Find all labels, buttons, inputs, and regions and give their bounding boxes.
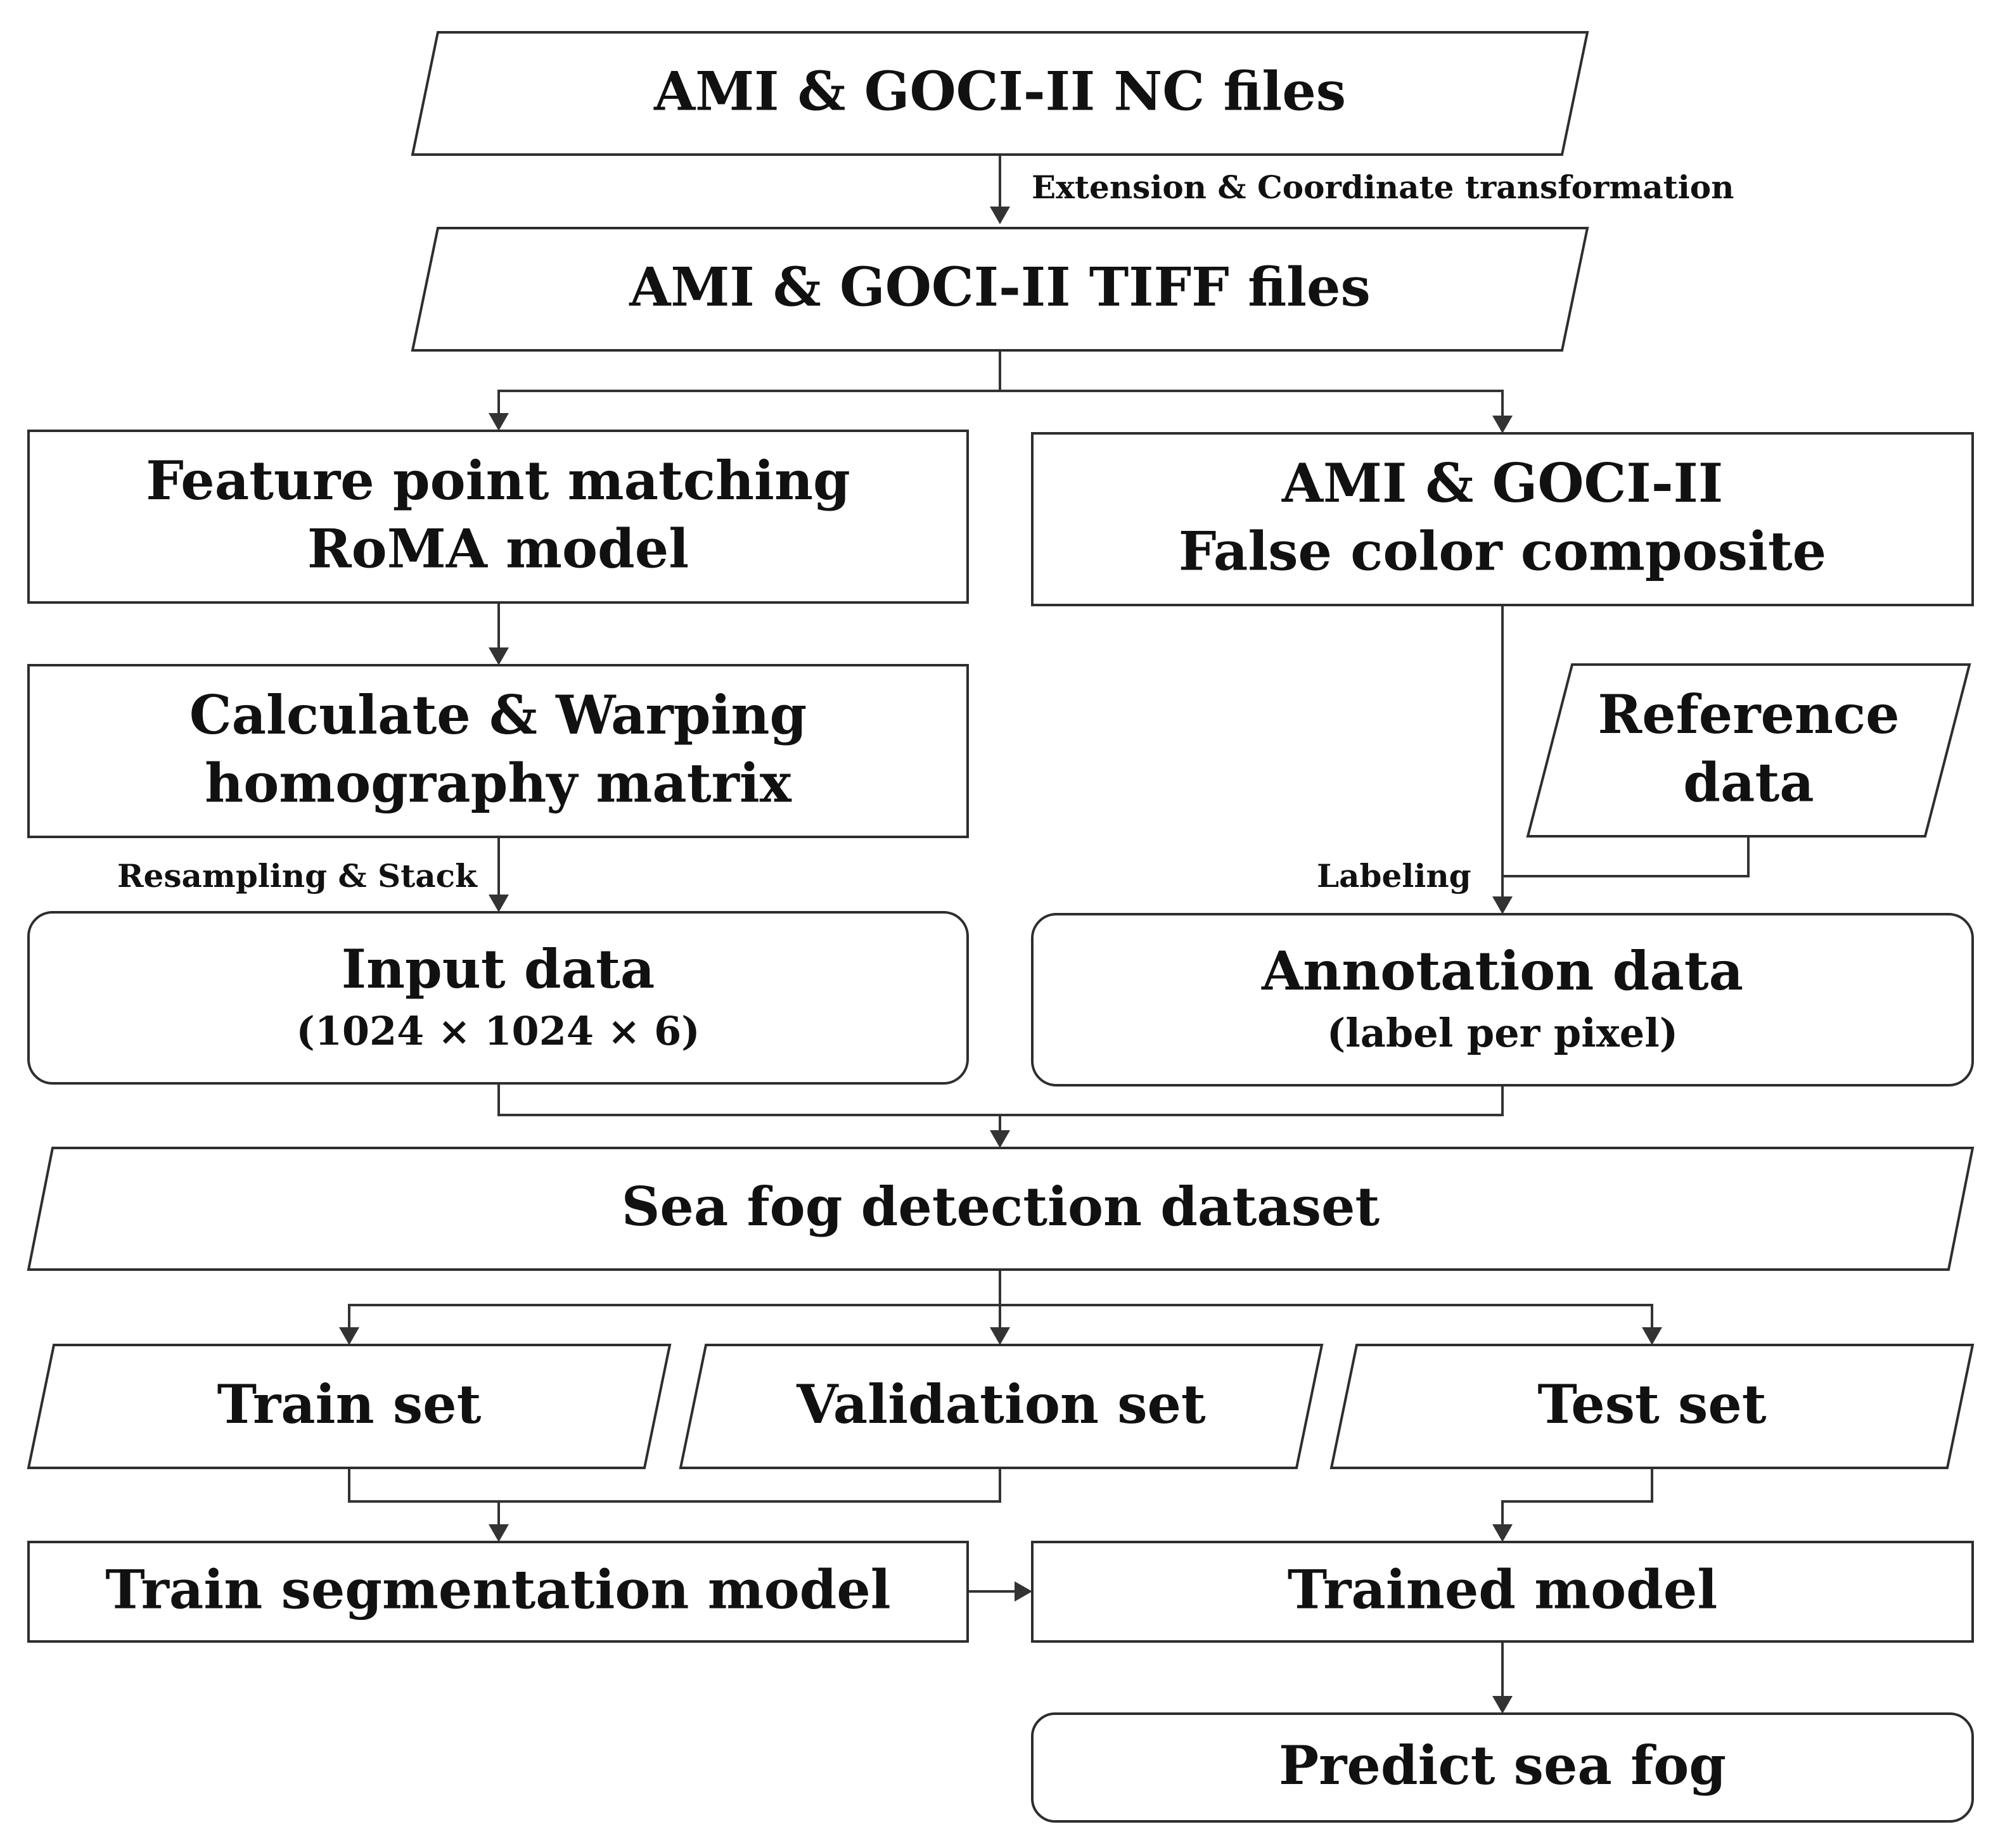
conn-merge-to-train-model-arrowhead [489, 1524, 509, 1542]
feature-matching-label-line-2: RoMA model [307, 517, 689, 580]
conn-test-to-trained [1501, 1468, 1653, 1528]
reference-data-label-line-1: Reference [1598, 683, 1899, 746]
nc-files-shape [411, 31, 1589, 156]
conn-homography-to-input-arrowhead [489, 895, 509, 912]
nc-files-label-line-1: AMI & GOCI-II NC files [653, 60, 1346, 123]
homography-label-line-2: homography matrix [205, 751, 792, 814]
feature-matching-label-line-1: Feature point matching [146, 449, 850, 512]
predict-shape [1031, 1712, 1974, 1823]
tiff-files-label-line-1: AMI & GOCI-II TIFF files [629, 256, 1371, 319]
conn-tiff-right [1000, 390, 1504, 419]
annotation-data-shape [1031, 913, 1974, 1086]
homography-shape [27, 664, 969, 838]
validation-set-shape [679, 1344, 1324, 1469]
conn-feature-to-homography-arrowhead [489, 647, 509, 665]
false-color-label-line-1: AMI & GOCI-II [1281, 452, 1723, 514]
train-model-shape [27, 1541, 969, 1643]
connectors [339, 155, 1750, 1714]
train-set-shape [27, 1344, 672, 1469]
conn-train-to-trained-arrowhead [1015, 1581, 1032, 1602]
conn-tiff-split [497, 350, 1001, 417]
edge-label-resampling: Resampling & Stack [117, 857, 478, 895]
trained-model-shape [1031, 1541, 1974, 1643]
node-predict: Predict sea fog [1031, 1712, 1974, 1823]
node-trained-model: Trained model [1031, 1541, 1974, 1643]
conn-train-val-merge [348, 1468, 1001, 1503]
tiff-files-shape [411, 227, 1589, 352]
conn-test-to-trained-arrowhead [1492, 1524, 1513, 1542]
node-train-model: Train segmentation model [27, 1541, 969, 1643]
annotation-data-label-line-1: Annotation data [1261, 940, 1743, 1002]
node-nc-files: AMI & GOCI-II NC files [411, 31, 1589, 156]
conn-nc-to-tiff-arrowhead [990, 207, 1010, 224]
node-tiff-files: AMI & GOCI-II TIFF files [411, 227, 1589, 352]
input-data-sublabel: (1024 × 1024 × 6) [296, 1008, 700, 1054]
conn-tiff-split-arrowhead [489, 413, 509, 431]
homography-label-line-1: Calculate & Warping [189, 684, 807, 746]
reference-data-shape [1526, 663, 1971, 838]
validation-set-label-line-1: Validation set [796, 1373, 1206, 1436]
false-color-label-line-2: False color composite [1179, 519, 1826, 582]
edge-labels: Extension & Coordinate transformation Re… [117, 169, 1734, 895]
edge-label-labeling: Labeling [1317, 857, 1471, 895]
node-validation-set: Validation set [679, 1344, 1324, 1469]
conn-dataset-to-test-arrowhead [1642, 1327, 1662, 1345]
node-input-data: Input data (1024 × 1024 × 6) [27, 911, 969, 1085]
train-set-label-line-1: Train set [217, 1373, 482, 1436]
conn-trained-to-predict-arrowhead [1492, 1696, 1513, 1714]
test-set-label-line-1: Test set [1537, 1373, 1766, 1436]
conn-input-merge [497, 1083, 1504, 1116]
conn-dataset-to-validation-arrowhead [990, 1327, 1010, 1345]
conn-dataset-split [348, 1270, 1001, 1331]
edge-label-extension: Extension & Coordinate transformation [1032, 169, 1734, 206]
conn-dataset-split-arrowhead [339, 1327, 359, 1345]
trained-model-label-line-1: Trained model [1288, 1558, 1717, 1621]
dataset-shape [27, 1147, 1975, 1271]
input-data-label-line-1: Input data [342, 938, 655, 1000]
test-set-shape [1329, 1344, 1975, 1469]
dataset-label-line-1: Sea fog detection dataset [622, 1175, 1380, 1238]
conn-reference-to-labeling [1502, 836, 1750, 877]
node-train-set: Train set [27, 1344, 672, 1469]
conn-dataset-to-test [1000, 1304, 1653, 1331]
node-annotation-data: Annotation data (label per pixel) [1031, 913, 1974, 1086]
train-model-label-line-1: Train segmentation model [105, 1558, 890, 1621]
reference-data-label-line-2: data [1683, 751, 1814, 813]
node-dataset: Sea fog detection dataset [27, 1147, 1975, 1271]
node-test-set: Test set [1329, 1344, 1975, 1469]
false-color-shape [1031, 432, 1974, 606]
input-data-shape [27, 911, 969, 1085]
feature-matching-shape [27, 430, 969, 604]
annotation-data-sublabel: (label per pixel) [1327, 1010, 1678, 1056]
conn-falsecolor-to-annotation-arrowhead [1492, 896, 1513, 914]
conn-tiff-right-arrowhead [1492, 416, 1513, 433]
predict-label-line-1: Predict sea fog [1279, 1734, 1726, 1797]
conn-merge-to-dataset-arrowhead [990, 1130, 1010, 1148]
